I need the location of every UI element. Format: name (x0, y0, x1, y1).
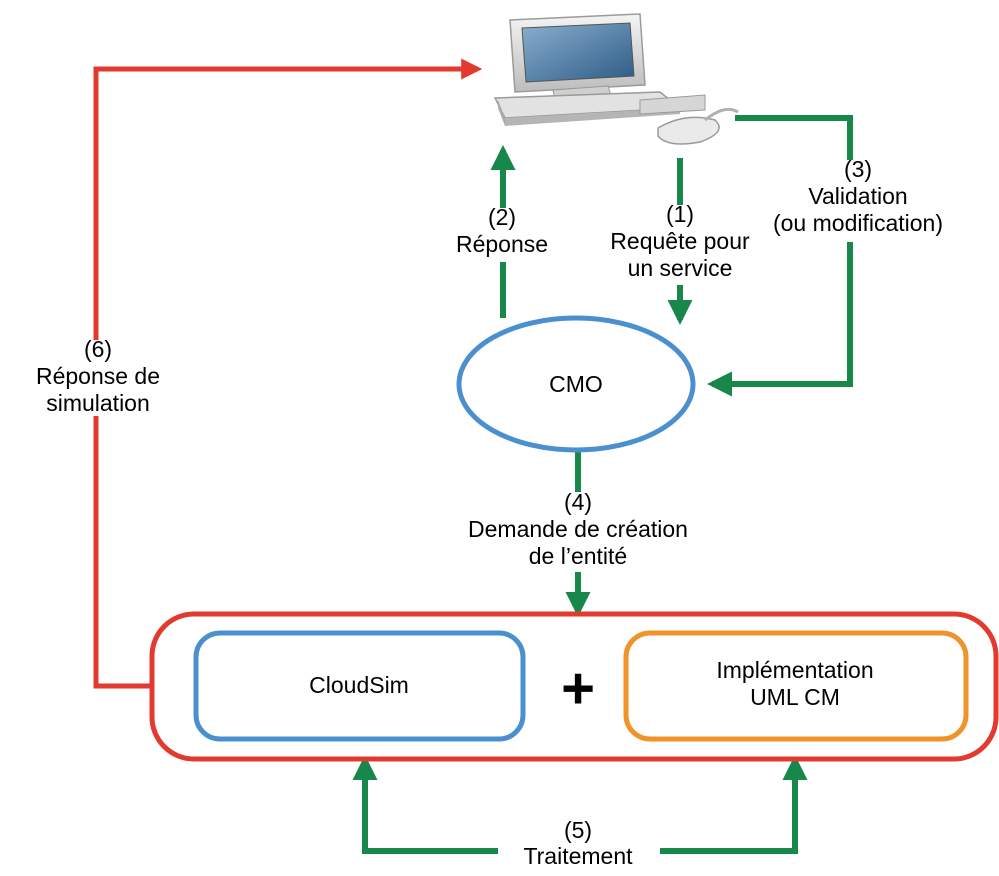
uml-label-line1: Implémentation (716, 657, 873, 683)
step-3-line1: Validation (808, 183, 907, 209)
cloudsim-node (193, 630, 526, 742)
step-2-line1: Réponse (456, 231, 548, 257)
step-1-line1: Requête pour (610, 228, 750, 254)
step-3-number: (3) (844, 156, 872, 182)
step-6-line2: simulation (46, 390, 150, 416)
step-2-number: (2) (488, 204, 516, 230)
desktop-computer-icon (493, 13, 739, 145)
step-6-line1: Réponse de (36, 363, 160, 389)
edge-3-validation (706, 115, 853, 397)
cloudsim-label: CloudSim (309, 672, 409, 698)
cmo-label: CMO (549, 371, 603, 397)
step-5-number: (5) (564, 817, 592, 843)
step-5-line1: Traitement (523, 843, 633, 869)
cmo-node (456, 315, 696, 453)
uml-cm-node (623, 630, 969, 742)
step-4-line2: de l’entité (529, 543, 627, 569)
step-6-number: (6) (84, 336, 112, 362)
step-4-line1: Demande de création (468, 516, 688, 542)
step-1-number: (1) (666, 201, 694, 227)
step-1-line2: un service (628, 255, 733, 281)
plus-sign: + (561, 656, 595, 721)
step-3-line2: (ou modification) (773, 210, 943, 236)
step-4-number: (4) (564, 489, 592, 515)
uml-label-line2: UML CM (750, 684, 840, 710)
